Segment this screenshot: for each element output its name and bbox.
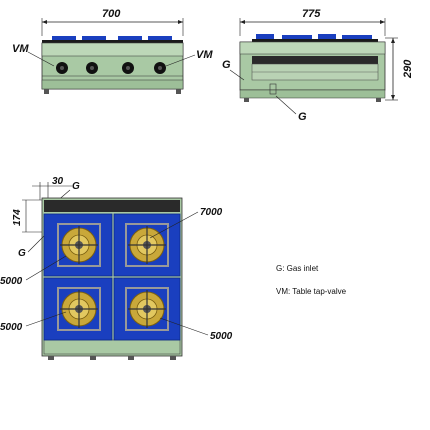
power-bottom-right-label: 5000 [210, 331, 233, 342]
power-left-lower-label: 5000 [0, 322, 23, 333]
top-inlet-dim: 174 [12, 209, 23, 226]
front-vm-left-label: VM [12, 43, 29, 55]
knob-icon [154, 62, 166, 74]
burner-icon [57, 287, 101, 331]
top-view: 30 G 174 [0, 176, 233, 360]
side-depth-dim: 775 [302, 8, 321, 20]
knob-icon [86, 62, 98, 74]
burner-icon [57, 223, 101, 267]
legend-valve: VM: Table tap-valve [276, 287, 347, 296]
power-left-upper-label: 5000 [0, 276, 23, 287]
power-top-right-label: 7000 [200, 207, 223, 218]
front-width-dim: 700 [102, 8, 121, 20]
side-view: 775 290 G G [222, 8, 414, 123]
knob-icon [122, 62, 134, 74]
knob-icon [56, 62, 68, 74]
front-vm-right-label: VM [196, 49, 213, 61]
top-gas-left-label: G [18, 248, 26, 259]
top-offset-dim: 30 [52, 176, 64, 187]
top-gas-top-label: G [72, 181, 80, 192]
legend-gas-inlet: G: Gas inlet [276, 264, 319, 273]
side-height-dim: 290 [402, 59, 414, 79]
burner-icon [125, 223, 169, 267]
side-gas-bottom-label: G [298, 111, 307, 123]
burner-icon [125, 287, 169, 331]
front-view: 700 VM VM [12, 8, 213, 94]
legend: G: Gas inlet VM: Table tap-valve [276, 264, 347, 296]
side-gas-top-label: G [222, 59, 231, 71]
